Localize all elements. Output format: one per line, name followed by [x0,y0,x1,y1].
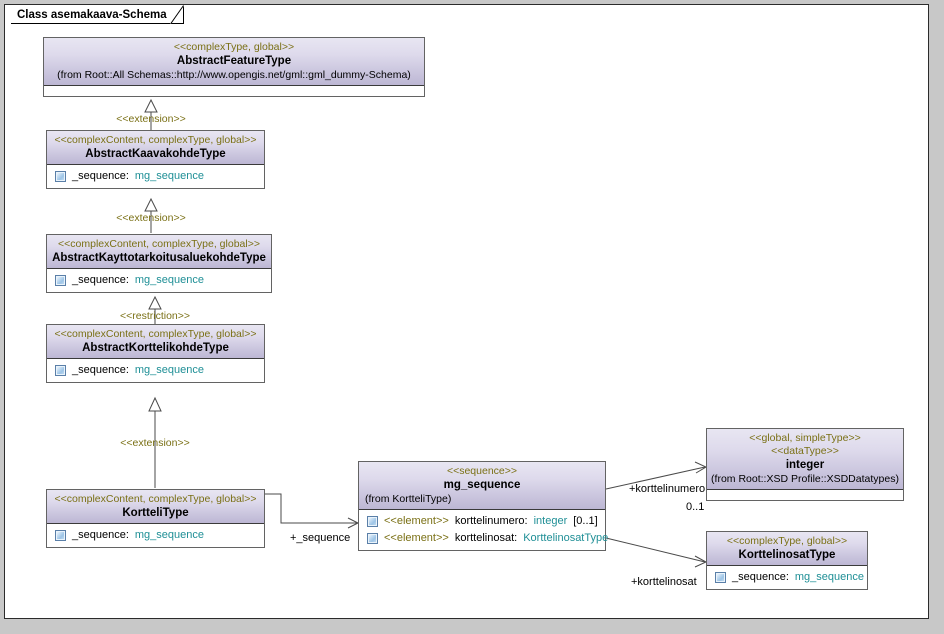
class-stereotype: <<sequence>> [446,465,518,477]
class-stereotype: <<complexContent, complexType, global>> [54,328,257,340]
class-header: <<complexContent, complexType, global>> … [47,131,264,165]
attribute-type[interactable]: KorttelinosatType [523,532,609,544]
diagram-title-label: Class asemakaava-Schema [17,8,167,21]
class-kortteli-type[interactable]: <<complexContent, complexType, global>> … [46,489,265,548]
attribute-name: _sequence: [732,571,789,583]
attribute-row[interactable]: _sequence: mg_sequence [49,362,262,379]
class-header: <<complexContent, complexType, global>> … [47,235,271,269]
class-abstract-korttelikohde-type[interactable]: <<complexContent, complexType, global>> … [46,324,265,383]
connector-extension-kaavakohde-kayttotarkoitus [144,197,158,233]
attribute-icon [55,171,66,182]
class-stereotype: <<complexContent, complexType, global>> [58,238,260,250]
class-abstract-feature-type[interactable]: <<complexType, global>> AbstractFeatureT… [43,37,425,97]
tab-slant-edge [169,5,184,24]
class-name: AbstractKorttelikohdeType [82,342,229,354]
attribute-icon [55,530,66,541]
label-restriction: <<restriction>> [120,310,190,322]
class-header: <<sequence>> mg_sequence (from KortteliT… [359,462,605,510]
connector-association-mgsequence-korttelinosat [605,537,708,568]
class-stereotype-datatype: <<dataType>> [771,445,839,457]
attribute-type[interactable]: mg_sequence [134,170,204,182]
class-integer[interactable]: <<global, simpleType>> <<dataType>> inte… [706,428,904,501]
class-stereotype: <<complexContent, complexType, global>> [54,134,257,146]
class-namespace: (from Root::XSD Profile::XSDDatatypes) [711,473,899,485]
class-stereotype: <<global, simpleType>> [749,432,861,444]
class-stereotype: <<complexType, global>> [726,535,848,547]
attribute-row[interactable]: <<element>> korttelinumero: integer [0..1] [361,513,603,530]
attribute-name: korttelinosat: [454,532,518,544]
label-multiplicity-korttelinumero: 0..1 [686,501,704,513]
class-header: <<global, simpleType>> <<dataType>> inte… [707,429,903,490]
attribute-icon [55,275,66,286]
attribute-type[interactable]: mg_sequence [134,274,204,286]
attribute-name: _sequence: [72,529,129,541]
attribute-icon [55,365,66,376]
class-header: <<complexType, global>> AbstractFeatureT… [44,38,424,86]
attribute-row[interactable]: _sequence: mg_sequence [709,569,865,586]
attribute-type[interactable]: integer [533,515,568,527]
class-namespace: (from KortteliType) [365,493,452,505]
class-name: AbstractKayttotarkoitusaluekohdeType [52,252,266,264]
connector-extension-korttelikohde-korttelitype [148,396,162,488]
connector-association-mgsequence-integer [605,461,708,490]
class-header: <<complexContent, complexType, global>> … [47,490,264,524]
class-mg-sequence[interactable]: <<sequence>> mg_sequence (from KortteliT… [358,461,608,551]
class-attributes-compartment: _sequence: mg_sequence [707,566,867,589]
attribute-name: _sequence: [72,364,129,376]
class-attributes-compartment: _sequence: mg_sequence [47,269,271,292]
element-icon [367,533,378,544]
connector-extension-featuretype-kaavakohde [144,98,158,133]
attribute-name: _sequence: [72,274,129,286]
attribute-type[interactable]: mg_sequence [134,364,204,376]
label-extension-3: <<extension>> [120,437,189,449]
class-namespace: (from Root::All Schemas::http://www.open… [57,69,411,81]
class-attributes-compartment: _sequence: mg_sequence [47,165,264,188]
class-attributes-compartment: _sequence: mg_sequence [47,524,264,547]
class-stereotype: <<complexContent, complexType, global>> [54,493,257,505]
class-header: <<complexType, global>> KorttelinosatTyp… [707,532,867,566]
attribute-stereotype: <<element>> [384,515,449,527]
class-name: AbstractKaavakohdeType [85,148,226,160]
attribute-stereotype: <<element>> [384,532,449,544]
attribute-multiplicity: [0..1] [573,515,598,527]
connector-association-korttelitype-mgsequence [265,493,360,529]
class-korttelinosat-type[interactable]: <<complexType, global>> KorttelinosatTyp… [706,531,868,590]
label-role-korttelinumero: +korttelinumero [629,483,705,495]
label-extension-2: <<extension>> [116,212,185,224]
attribute-row[interactable]: _sequence: mg_sequence [49,272,269,289]
attribute-type[interactable]: mg_sequence [794,571,864,583]
attribute-row[interactable]: _sequence: mg_sequence [49,527,262,544]
attribute-row[interactable]: _sequence: mg_sequence [49,168,262,185]
class-stereotype: <<complexType, global>> [173,41,295,53]
attribute-icon [715,572,726,583]
attribute-row[interactable]: <<element>> korttelinosat: KorttelinosatT… [361,530,608,547]
label-extension-1: <<extension>> [116,113,185,125]
class-attributes-compartment: _sequence: mg_sequence [47,359,264,382]
label-role-sequence: +_sequence [290,532,350,544]
class-attributes-compartment [707,490,903,500]
class-name: KorttelinosatType [738,549,836,561]
attribute-name: _sequence: [72,170,129,182]
class-name: KortteliType [122,507,189,519]
class-attributes-compartment: <<element>> korttelinumero: integer [0..1]… [359,510,608,550]
element-icon [367,516,378,527]
label-role-korttelinosat: +korttelinosat [631,576,697,588]
class-abstract-kayttotarkoitusaluekohde-type[interactable]: <<complexContent, complexType, global>> … [46,234,272,293]
attribute-type[interactable]: mg_sequence [134,529,204,541]
class-header: <<complexContent, complexType, global>> … [47,325,264,359]
class-name: integer [785,459,825,471]
diagram-title-tab[interactable]: Class asemakaava-Schema [11,5,184,24]
class-abstract-kaavakohde-type[interactable]: <<complexContent, complexType, global>> … [46,130,265,189]
class-name: mg_sequence [443,479,521,491]
class-name: AbstractFeatureType [176,55,292,67]
diagram-canvas[interactable]: <<extension>> <<extension>> <<restrictio… [4,4,929,619]
attribute-name: korttelinumero: [454,515,528,527]
class-attributes-compartment [44,86,424,96]
